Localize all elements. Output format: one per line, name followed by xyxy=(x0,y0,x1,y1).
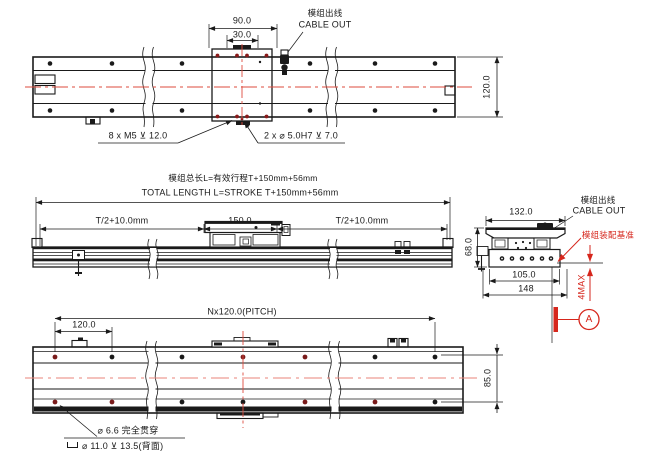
bottom-dim-pitch: Nx120.0(PITCH) xyxy=(207,306,277,317)
top-cable-out-label-cn: 模组出线 xyxy=(307,7,343,18)
section-assembly-datum-note: 模组装配基准 xyxy=(581,229,635,240)
section-view-datum-annotations xyxy=(551,237,603,343)
top-cable-out-label-en: CABLE OUT xyxy=(298,19,352,30)
bottom-view-holes xyxy=(52,354,438,405)
bottom-dim-120: 120.0 xyxy=(72,319,96,330)
front-dim-t2-right: T/2+10.0mm xyxy=(335,215,389,226)
section-dim-148: 148 xyxy=(518,283,534,294)
bottom-dim-85: 85.0 xyxy=(482,368,493,388)
front-dim-150: 150.0 xyxy=(228,215,252,226)
section-dim-68: 68.0 xyxy=(463,237,474,257)
bottom-view-dimensions xyxy=(54,316,503,439)
top-view-holes xyxy=(47,61,438,113)
counterbore-text: ⌀ 11.0 ⊻ 13.5(背面) xyxy=(82,441,164,451)
top-dim-90: 90.0 xyxy=(232,15,252,26)
top-view-dimensions xyxy=(98,24,503,144)
datum-a-label: A xyxy=(585,314,593,325)
section-dim-105: 105.0 xyxy=(512,269,536,280)
bottom-view-centerlines xyxy=(25,331,480,428)
front-length-note-cn: 模组总长L=有效行程T+150mm+56mm xyxy=(168,172,318,183)
section-view-body xyxy=(476,222,566,272)
section-dim-4max: 4MAX xyxy=(576,274,587,300)
bottom-note-through-hole: ⌀ 6.6 完全贯穿 xyxy=(97,425,159,436)
section-view-bolt-holes xyxy=(499,256,554,261)
front-view-dimensions xyxy=(35,197,451,246)
front-dim-t2-left: T/2+10.0mm xyxy=(95,215,149,226)
top-view-centerlines xyxy=(25,44,472,126)
bottom-note-counterbore: ⌀ 11.0 ⊻ 13.5(背面) xyxy=(67,442,163,451)
top-dim-30: 30.0 xyxy=(232,29,252,40)
section-cable-out-label-en: CABLE OUT xyxy=(572,205,626,216)
front-length-note-en: TOTAL LENGTH L=STROKE T+150mm+56mm xyxy=(141,187,339,198)
bottom-view-rail xyxy=(32,337,464,420)
top-note-pin-holes: 2 x ⌀ 5.0H7 ⊻ 7.0 xyxy=(264,130,338,141)
front-view-rail xyxy=(31,237,454,280)
section-dim-132: 132.0 xyxy=(509,206,533,217)
top-note-m5-holes: 8 x M5 ⊻ 12.0 xyxy=(108,130,168,141)
counterbore-icon xyxy=(67,442,78,448)
top-view-cable-connector xyxy=(280,49,289,75)
top-dim-120: 120.0 xyxy=(481,75,492,99)
section-cable-out-label-cn: 模组出线 xyxy=(580,194,616,205)
section-view-dimensions xyxy=(474,215,574,299)
